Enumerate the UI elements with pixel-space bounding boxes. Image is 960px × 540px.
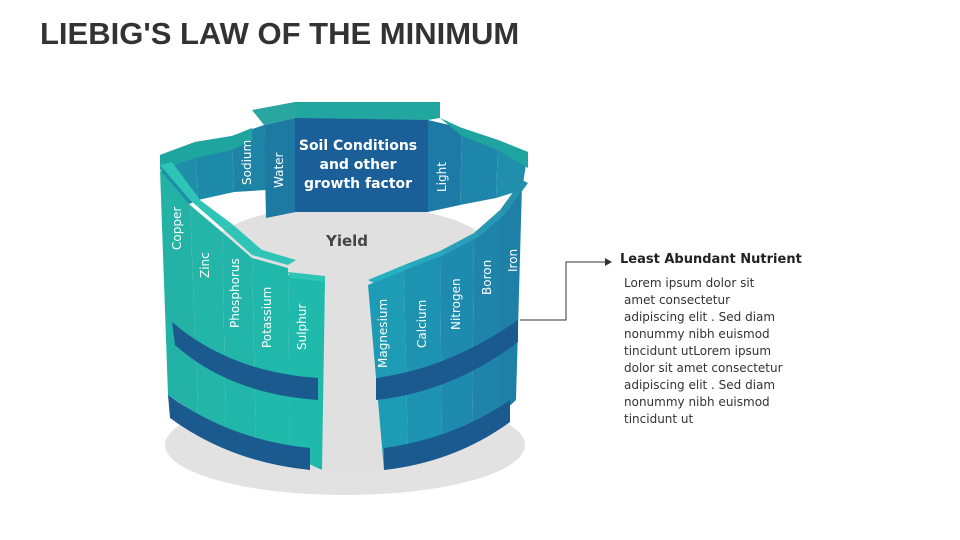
stave-label-magnesium: Magnesium (376, 299, 390, 368)
stave-label-iron: Iron (506, 249, 520, 272)
stave-label-phosphorus: Phosphorus (228, 258, 242, 328)
center-label-line-3: growth factor (304, 176, 412, 192)
barrel-hoops (168, 320, 518, 470)
yield-label: Yield (325, 232, 368, 250)
callout-line: nonummy nibh euismod (624, 395, 770, 409)
callout-connector (520, 261, 608, 321)
stave-label-water: Water (272, 152, 286, 188)
stave-label-light: Light (435, 162, 449, 192)
stave-label-sulphur: Sulphur (295, 304, 309, 350)
stave-label-potassium: Potassium (260, 287, 274, 348)
callout-body: Lorem ipsum dolor sit amet consectetur a… (624, 275, 794, 428)
callout-line: amet consectetur (624, 293, 731, 307)
callout-line: nonummy nibh euismod (624, 327, 770, 341)
center-label-line-2: and other (320, 157, 397, 173)
stave-label-zinc: Zinc (198, 252, 212, 278)
stave-label-copper: Copper (170, 207, 184, 250)
stave-label-calcium: Calcium (415, 300, 429, 348)
front-right-staves (368, 180, 528, 470)
callout-line: Lorem ipsum dolor sit (624, 276, 755, 290)
front-left-staves (160, 162, 325, 470)
yield-stream (305, 255, 385, 470)
callout-line: adipiscing elit . Sed diam (624, 378, 776, 392)
callout-title: Least Abundant Nutrient (620, 252, 802, 267)
callout-line: tincidunt utLorem ipsum (624, 344, 772, 358)
stave-label-nitrogen: Nitrogen (449, 278, 463, 330)
page-title: LIEBIG'S LAW OF THE MINIMUM (40, 16, 520, 51)
callout-line: dolor sit amet consectetur (624, 361, 783, 375)
callout-line: adipiscing elit . Sed diam (624, 310, 776, 324)
back-staves (160, 102, 528, 218)
callout-arrowhead (605, 258, 612, 266)
stave-label-boron: Boron (480, 260, 494, 295)
stave-label-sodium: Sodium (240, 140, 254, 185)
center-label-line-1: Soil Conditions (299, 138, 417, 154)
callout-line: tincidunt ut (624, 412, 694, 426)
